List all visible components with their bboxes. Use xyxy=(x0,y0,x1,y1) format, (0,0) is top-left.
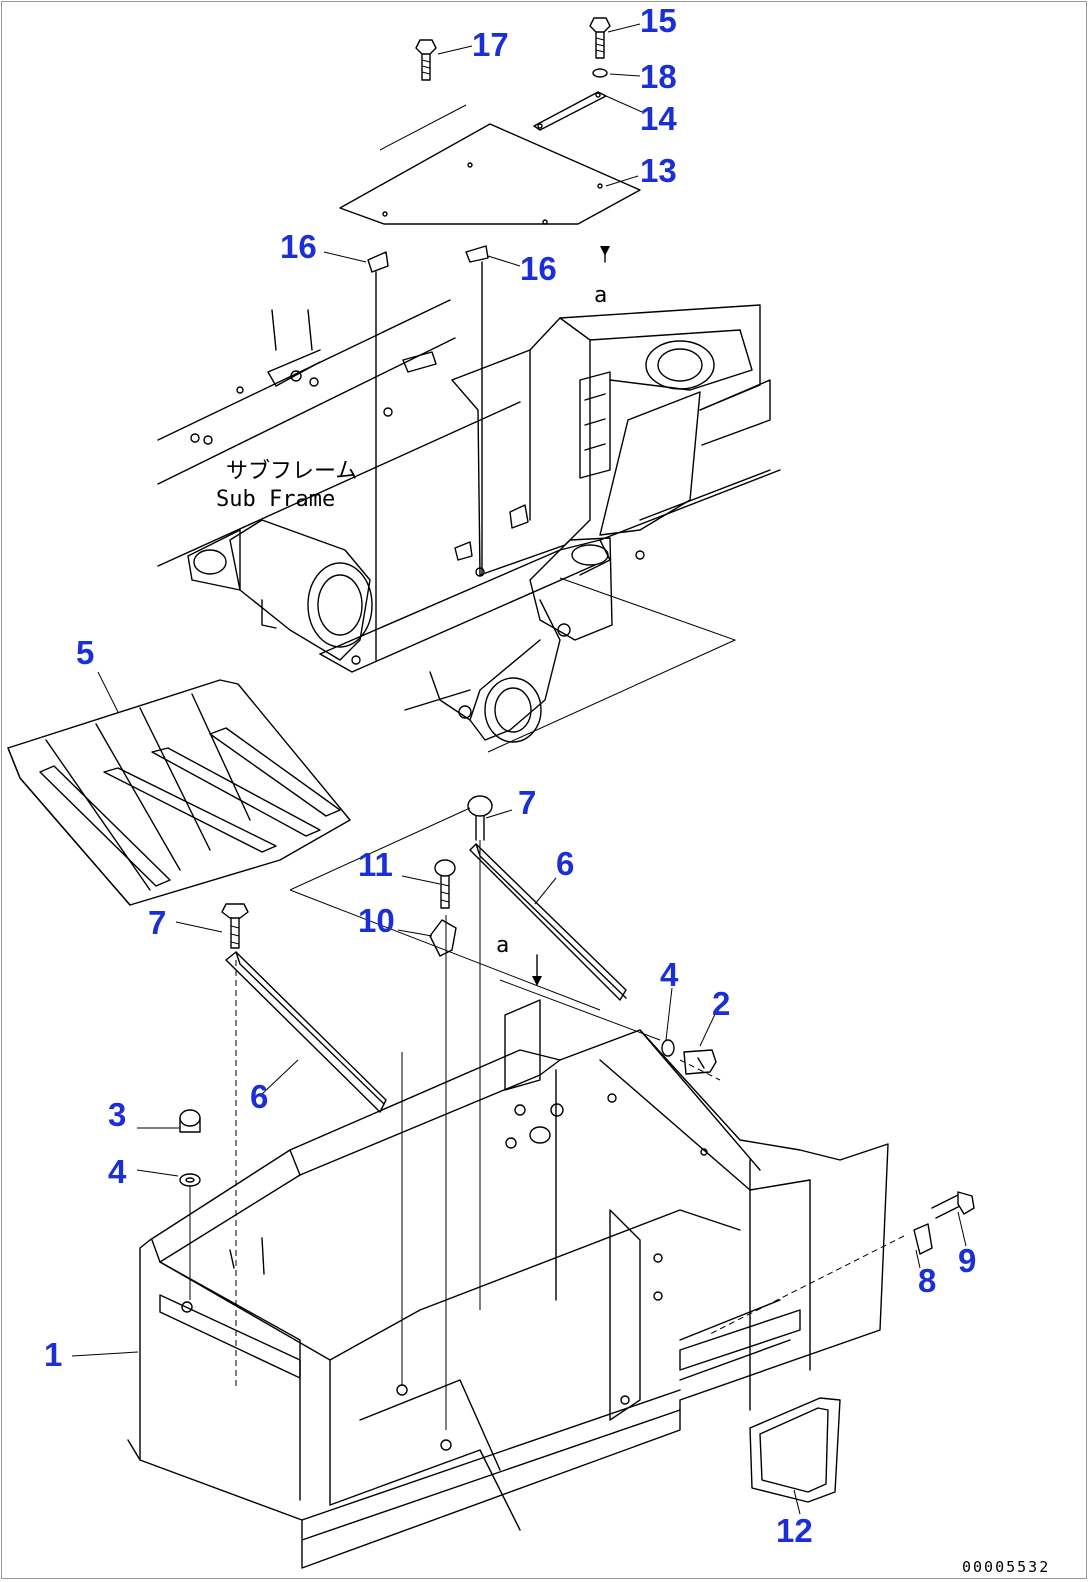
bolt-2 xyxy=(683,1049,717,1075)
callout-12: 12 xyxy=(776,1512,813,1549)
callout-6-right: 6 xyxy=(556,845,574,882)
sub-frame xyxy=(157,299,781,753)
nut-3 xyxy=(179,1109,201,1133)
clip-10 xyxy=(429,919,457,957)
subframe-jp-label: サブフレーム xyxy=(226,459,357,484)
bolt-7-left xyxy=(221,903,249,949)
callout-8: 8 xyxy=(918,1262,936,1299)
bolt-9 xyxy=(931,1191,975,1219)
washer-4-right xyxy=(661,1039,675,1057)
mat-12 xyxy=(749,1397,841,1503)
callout-4-left: 4 xyxy=(108,1153,127,1190)
callout-3: 3 xyxy=(108,1096,126,1133)
callout-11: 11 xyxy=(358,846,393,883)
callout-7-left: 7 xyxy=(148,904,166,941)
callout-14: 14 xyxy=(640,100,677,137)
callout-5: 5 xyxy=(76,634,94,671)
callout-16-right: 16 xyxy=(520,250,557,287)
guide-lines xyxy=(189,807,905,1430)
callout-16-left: 16 xyxy=(280,228,317,265)
callout-18: 18 xyxy=(640,58,677,95)
bar-6-left xyxy=(225,951,387,1113)
main-frame-1 xyxy=(127,999,889,1569)
floor-plate-5 xyxy=(7,679,351,906)
view-a-label-top: a xyxy=(594,283,607,308)
clips-16 xyxy=(367,245,489,661)
washer-4-left xyxy=(179,1173,201,1187)
callout-15: 15 xyxy=(640,2,677,39)
bolt-15 xyxy=(589,17,611,59)
callout-2: 2 xyxy=(712,985,730,1022)
view-a-arrow-mid xyxy=(532,954,542,986)
bolt-17 xyxy=(415,39,437,81)
washer-18 xyxy=(592,68,608,78)
bolt-7-right xyxy=(467,795,493,841)
callout-9: 9 xyxy=(958,1242,976,1279)
bar-6-right xyxy=(469,843,627,1001)
callout-13: 13 xyxy=(640,152,677,189)
plate-14 xyxy=(533,91,607,131)
callout-6-left: 6 xyxy=(250,1078,268,1115)
callout-17: 17 xyxy=(472,26,509,63)
subframe-en-label: Sub Frame xyxy=(216,487,335,512)
callout-4-right: 4 xyxy=(660,956,679,993)
view-a-arrow-top xyxy=(600,246,610,263)
view-a-label-mid: a xyxy=(496,933,509,958)
callout-1: 1 xyxy=(44,1336,62,1373)
cover-plate-13 xyxy=(339,104,641,225)
leader-lines xyxy=(71,23,967,1515)
bolt-11 xyxy=(434,859,456,909)
drawing-code: 00005532 xyxy=(962,1558,1050,1576)
callout-labels: 1 2 3 4 4 5 6 6 7 7 8 9 10 11 12 13 14 1… xyxy=(44,2,976,1549)
callout-10: 10 xyxy=(358,902,395,939)
bracket-8 xyxy=(913,1223,933,1255)
callout-7-right: 7 xyxy=(518,784,536,821)
